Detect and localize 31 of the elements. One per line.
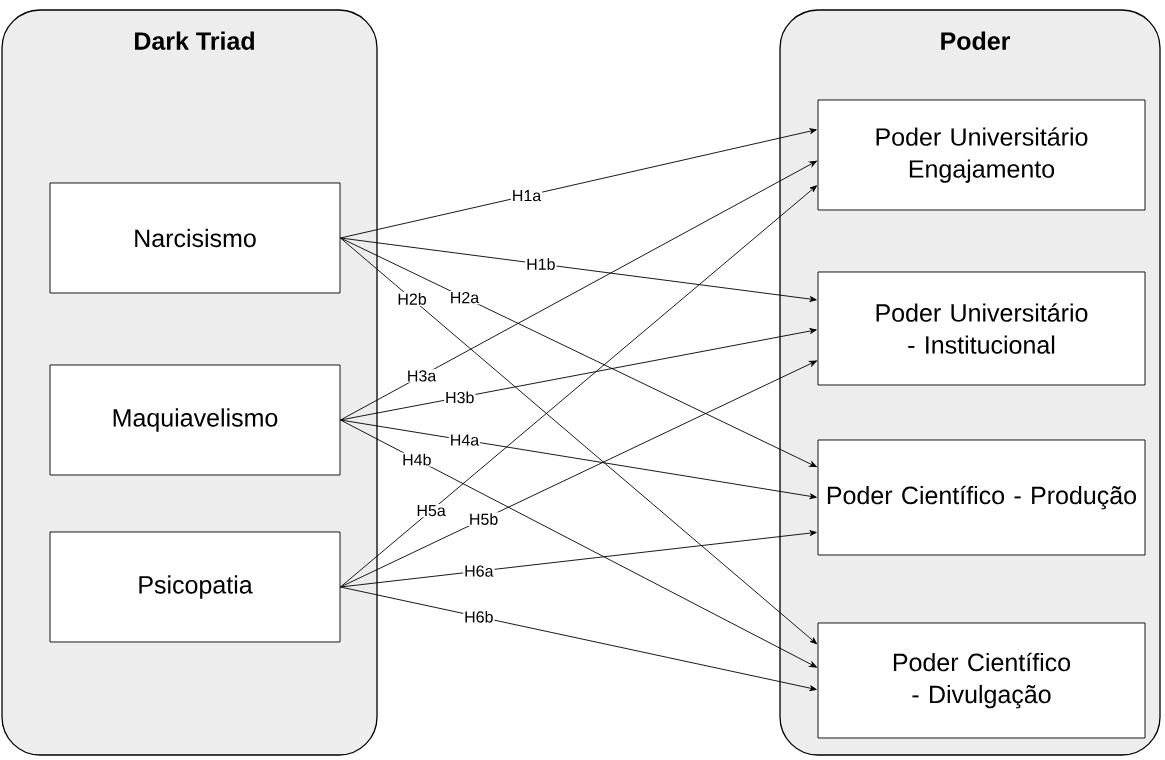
edge-label: H1a	[513, 190, 542, 202]
arrow	[340, 237, 817, 302]
arrow	[340, 530, 817, 588]
edge-label: H2a	[451, 291, 480, 304]
edge-label: H4a	[451, 434, 480, 446]
arrow	[340, 185, 818, 588]
arrow	[340, 237, 817, 468]
edge-label: H6a	[465, 565, 494, 577]
edge-label: H6b	[465, 610, 493, 623]
concept-box: Poder Científico - Produção	[817, 439, 1146, 556]
arrow	[340, 360, 817, 588]
edge-label: H1b	[527, 258, 555, 270]
arrow	[340, 419, 817, 500]
concept-box: Poder Universitário Engajamento	[817, 99, 1146, 211]
edge-label: H2b	[398, 293, 426, 305]
arrow	[340, 586, 817, 692]
edge-label: H3b	[446, 391, 474, 404]
edge-label: H5b	[470, 513, 498, 525]
concept-box: Poder Universitário - Institucional	[817, 271, 1146, 386]
concept-box: Narcisismo	[49, 182, 341, 294]
concept-box: Maquiavelismo	[49, 364, 341, 476]
arrow	[340, 328, 817, 421]
concept-box: Poder Científico - Divulgação	[817, 622, 1146, 739]
edge-label: H4b	[403, 453, 431, 466]
concept-box: Psicopatia	[49, 531, 341, 643]
edge-label: H5a	[417, 505, 446, 517]
edge-label: H3a	[408, 370, 437, 382]
arrow	[340, 160, 817, 421]
arrow	[340, 128, 817, 239]
arrow	[340, 237, 818, 645]
arrow	[340, 419, 817, 668]
